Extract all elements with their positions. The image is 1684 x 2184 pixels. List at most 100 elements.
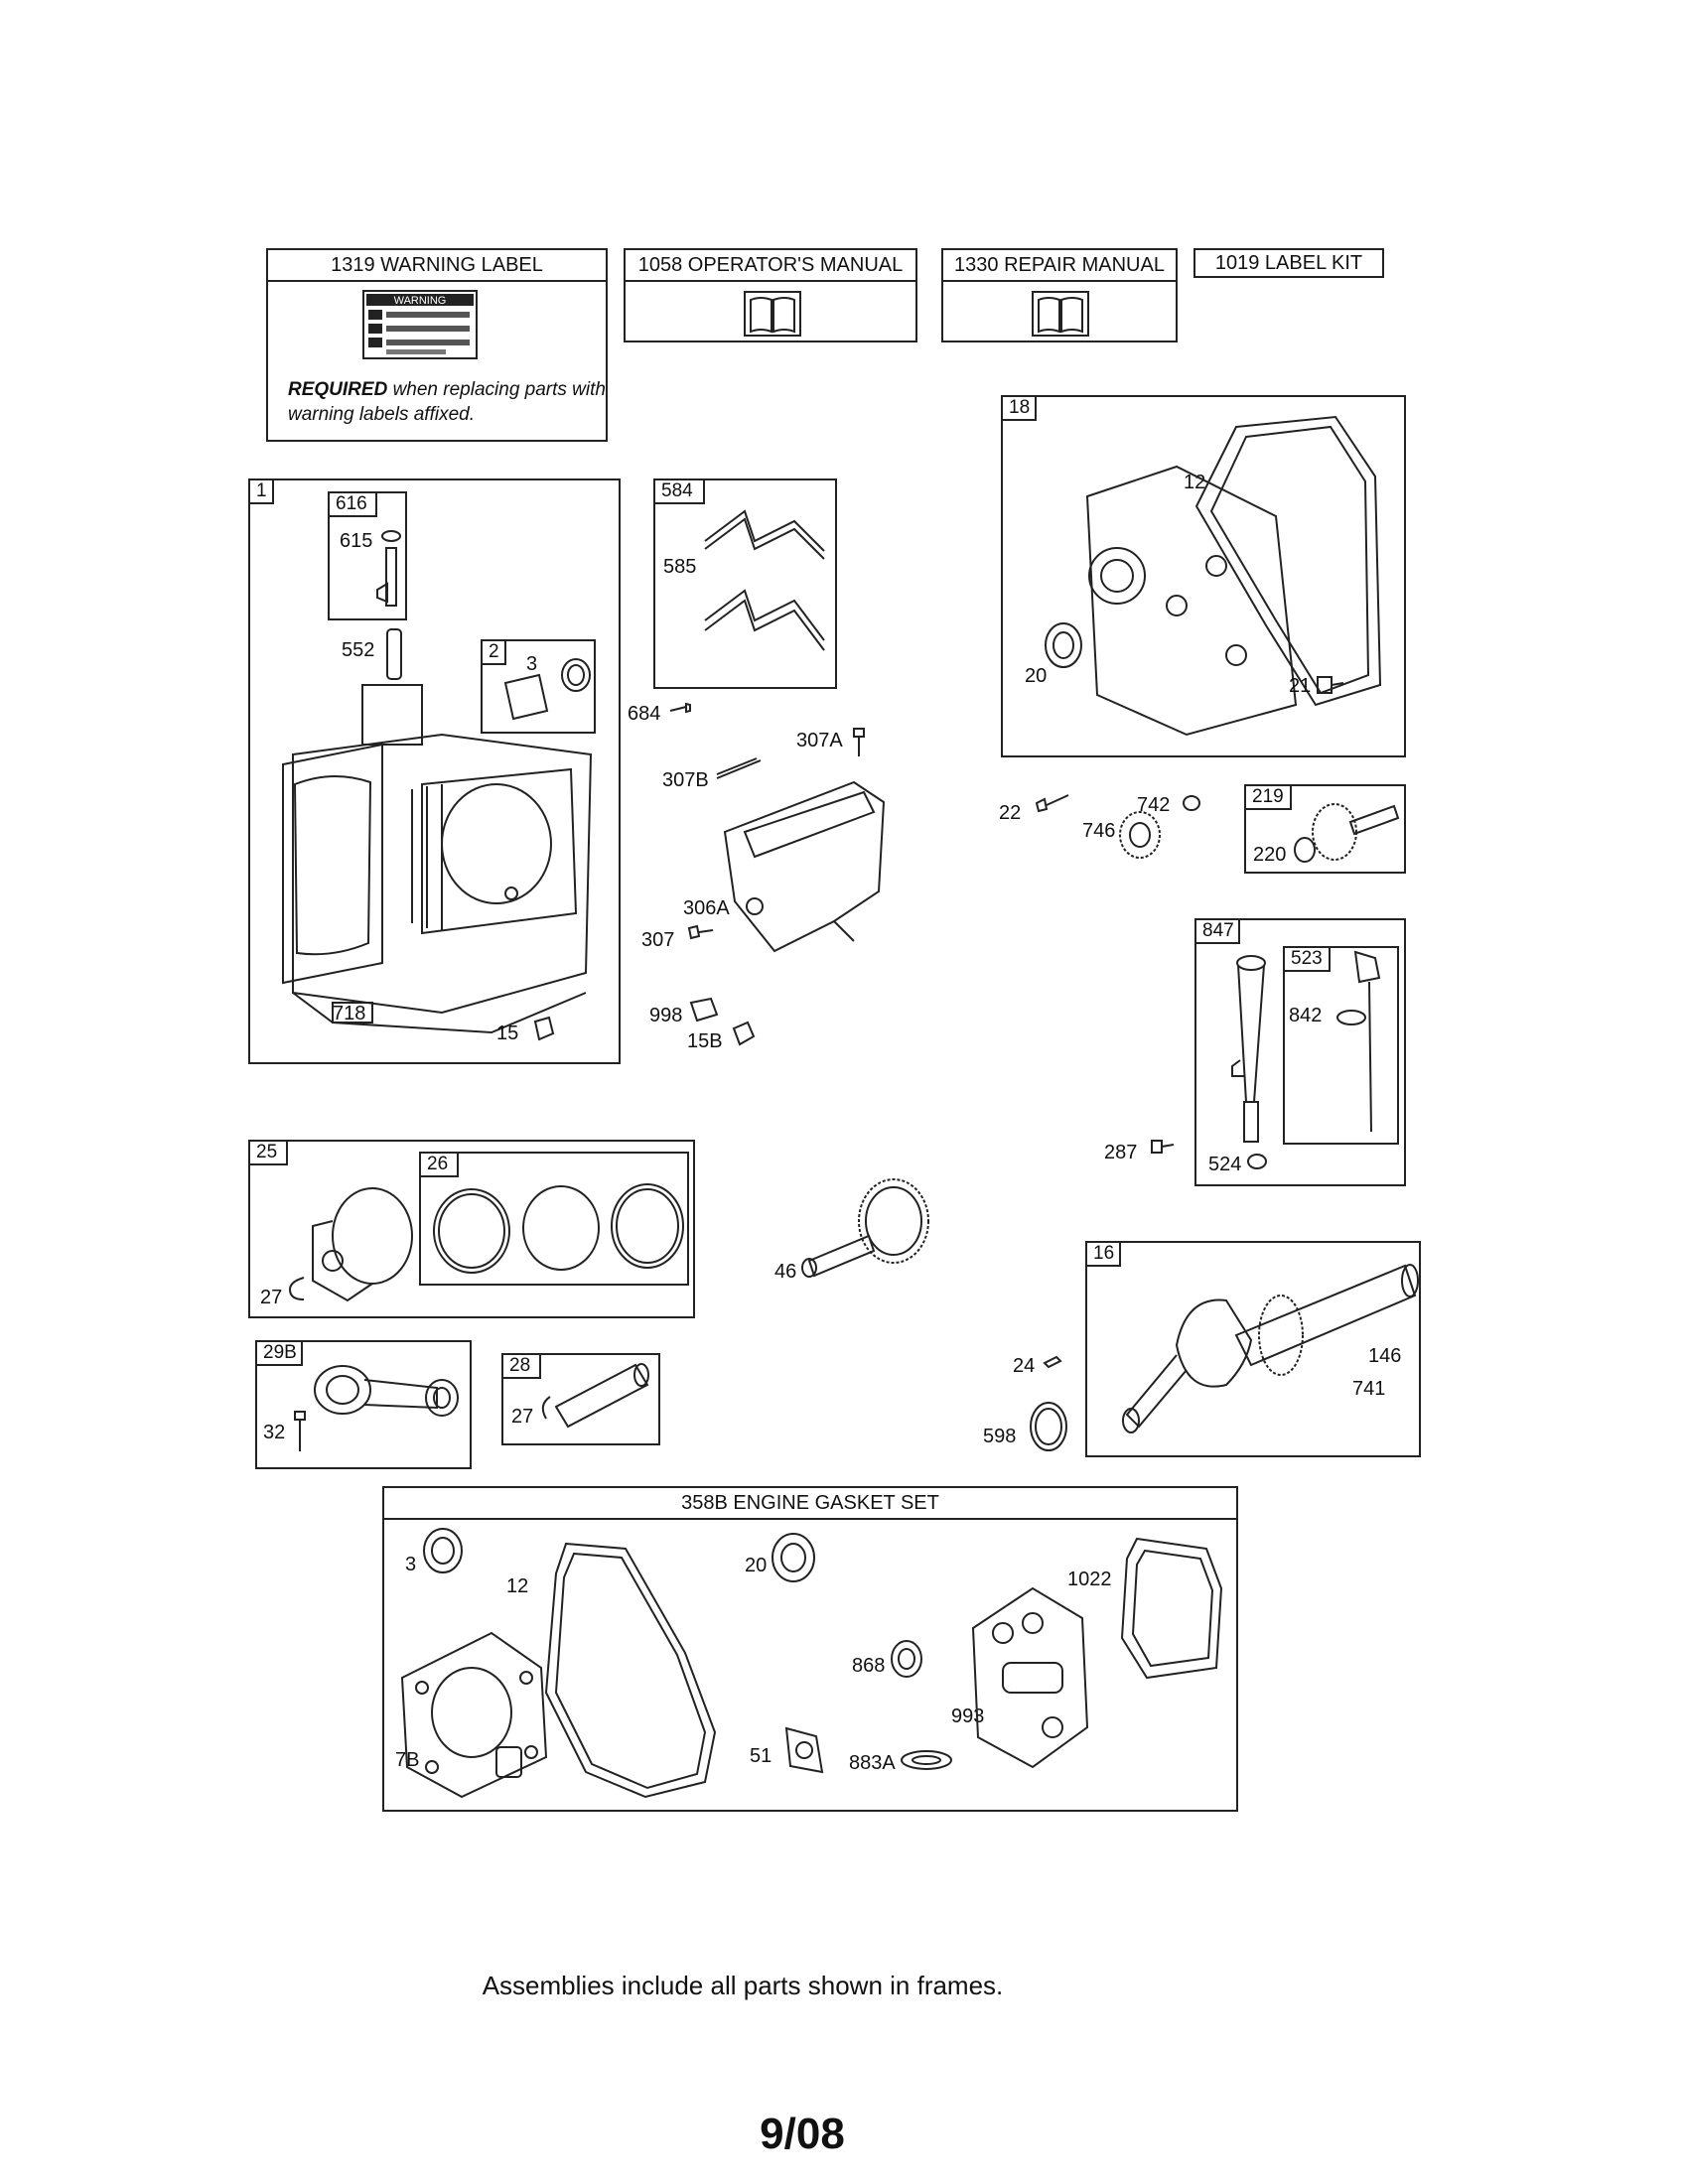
frame-29b-connecting-rod [255, 1340, 472, 1469]
label-20: 20 [1025, 665, 1048, 687]
dipstick-tube-drawing [1226, 953, 1276, 1152]
frame-1-cylinder-assembly [248, 478, 621, 1064]
label-307: 307 [641, 929, 675, 951]
oil-seal-20-icon [1043, 620, 1084, 670]
frame-219-governor [1244, 784, 1406, 874]
gasket-set-title: 358B ENGINE GASKET SET [384, 1488, 1236, 1520]
crankcase-gasket-12-drawing [536, 1534, 725, 1802]
bolt-32-icon [293, 1410, 307, 1453]
label-15: 15 [496, 1023, 519, 1044]
assemblies-note: Assemblies include all parts shown in fr… [482, 1971, 1004, 2000]
label-46: 46 [774, 1261, 797, 1283]
governor-gear-746-icon [1117, 809, 1163, 861]
manual-book-icon [743, 290, 802, 338]
frame-847-tag: 847 [1194, 918, 1240, 944]
frame-29b-tag: 29B [255, 1340, 303, 1366]
valve-guide-icon [385, 627, 403, 681]
warning-note: REQUIRED when replacing parts with warni… [288, 377, 606, 427]
piston-drawing [288, 1186, 417, 1310]
page-number: 9/08 [760, 2110, 845, 2158]
repair-manual-title: 1330 REPAIR MANUAL [943, 250, 1176, 282]
plug-21-icon [1316, 673, 1345, 697]
seal-598-icon [1028, 1400, 1069, 1453]
washer-742-icon [1182, 794, 1201, 812]
warning-label-box: 1319 WARNING LABEL WARNING REQUIRED when… [266, 248, 608, 442]
frame-584-tag: 584 [653, 478, 705, 504]
governor-assembly-drawing [1291, 792, 1402, 870]
gasket-label-883a: 883A [849, 1752, 896, 1774]
label-220: 220 [1253, 844, 1287, 866]
label-552: 552 [342, 639, 375, 661]
manual-book-icon [1031, 290, 1090, 338]
label-24: 24 [1013, 1355, 1036, 1377]
label-598: 598 [983, 1426, 1017, 1447]
warning-label-title: 1319 WARNING LABEL [268, 250, 606, 282]
gasket-label-3: 3 [405, 1554, 417, 1575]
screw-307a-icon [852, 727, 866, 758]
frame-26-rings [419, 1152, 689, 1286]
frame-523-tag: 523 [1283, 946, 1331, 972]
gasket-label-51: 51 [750, 1745, 772, 1767]
gasket-label-12: 12 [506, 1575, 529, 1597]
label-27b: 27 [511, 1406, 534, 1428]
frame-28-piston-pin [501, 1353, 660, 1445]
warning-note-text: when replacing parts with warning labels… [288, 379, 606, 425]
label-32: 32 [263, 1422, 286, 1443]
label-146: 146 [1368, 1345, 1402, 1367]
valve-seal-icon [377, 528, 405, 612]
screw-307b-icon [713, 756, 767, 782]
label-742: 742 [1137, 794, 1171, 816]
label-21: 21 [1289, 675, 1312, 697]
frame-616-tag: 616 [328, 491, 377, 517]
label-306a: 306A [683, 897, 730, 919]
screw-22-icon [1033, 791, 1072, 813]
gasket-label-20: 20 [745, 1555, 768, 1576]
label-12: 12 [1184, 472, 1206, 493]
frame-219-tag: 219 [1244, 784, 1292, 810]
label-307b: 307B [662, 769, 709, 791]
camshaft-drawing [799, 1176, 938, 1286]
warning-sticker-icon: WARNING [362, 290, 478, 359]
gasket-set-frame: 358B ENGINE GASKET SET [382, 1486, 1238, 1812]
plug-15b-icon [730, 1021, 758, 1048]
crankcase-cover-drawing [1038, 407, 1395, 745]
frame-26-tag: 26 [419, 1152, 459, 1177]
frame-523-dipstick [1283, 946, 1399, 1145]
screw-287-icon [1150, 1137, 1176, 1157]
frame-25-piston [248, 1140, 695, 1318]
label-998: 998 [649, 1005, 683, 1026]
frame-16-crankshaft [1085, 1241, 1421, 1457]
cylinder-block-drawing [273, 675, 596, 1042]
plug-15-icon [531, 1016, 555, 1041]
warning-sticker-text: WARNING [394, 295, 447, 307]
frame-28-tag: 28 [501, 1353, 541, 1379]
label-718: 718 [333, 1003, 366, 1024]
piston-pin-drawing [536, 1355, 657, 1434]
label-585: 585 [663, 556, 697, 578]
frame-16-tag: 16 [1085, 1241, 1121, 1267]
seal-3-icon [421, 1526, 465, 1575]
o-ring-524-icon [1246, 1152, 1268, 1171]
piston-rings-drawing [427, 1176, 685, 1276]
gasket-883a-icon [899, 1747, 954, 1773]
label-746: 746 [1082, 820, 1116, 842]
gasket-label-868: 868 [852, 1655, 886, 1677]
label-524: 524 [1208, 1154, 1242, 1175]
label-27a: 27 [260, 1287, 283, 1308]
label-kit-box: 1019 LABEL KIT [1193, 248, 1384, 278]
connecting-rod-drawing [303, 1350, 467, 1449]
label-307a: 307A [796, 730, 843, 751]
frame-847-dipstick-tube [1194, 918, 1406, 1186]
label-3: 3 [526, 653, 538, 675]
gasket-label-1022: 1022 [1067, 1569, 1112, 1590]
label-615: 615 [340, 530, 373, 552]
label-287: 287 [1104, 1142, 1138, 1163]
retainer-ring-27a-icon [286, 1274, 310, 1303]
screw-307-icon [685, 924, 715, 944]
warning-required: REQUIRED [288, 379, 388, 400]
frame-1-tag: 1 [248, 478, 274, 504]
frame-18-tag: 18 [1001, 395, 1037, 421]
frame-18-crankcase-cover [1001, 395, 1406, 757]
intake-gasket-993-drawing [963, 1578, 1097, 1772]
frame-584-breather [653, 478, 837, 689]
